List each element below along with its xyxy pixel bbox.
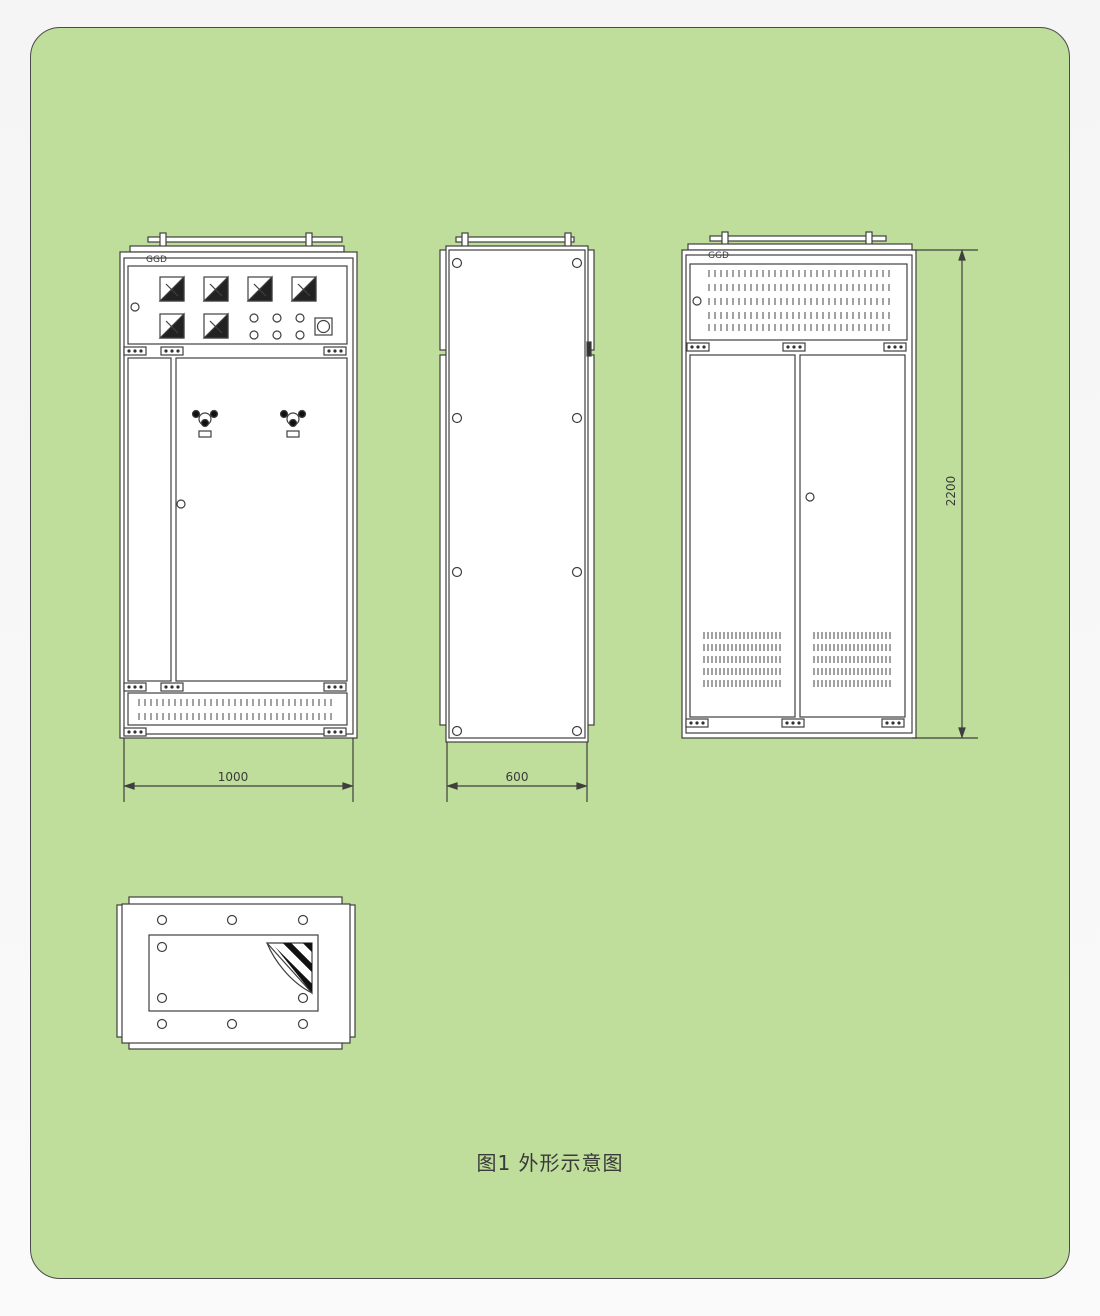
bottom-plan-view: [116, 896, 356, 1050]
front-instrument-panel: [127, 265, 348, 345]
side-panel: [445, 245, 589, 743]
front-panel-lock-icon: [130, 302, 140, 312]
front-indicator-lights: [249, 313, 305, 340]
bottom-bolt-holes: [156, 914, 309, 1030]
front-meters: [158, 275, 317, 339]
width-dimension-label: 1000: [218, 770, 249, 784]
meter-icon: [158, 312, 185, 339]
meter-icon: [202, 275, 229, 302]
meter-icon: [246, 275, 273, 302]
dimension-depth: [446, 742, 588, 802]
front-brand-label: GGD: [146, 255, 167, 265]
front-selector-switch-icon: [314, 317, 333, 336]
rear-view: GGD: [681, 231, 917, 739]
rotary-handle-icon: [191, 409, 219, 438]
rear-top-vent-panel: [689, 263, 908, 341]
meter-icon: [290, 275, 317, 302]
figure-caption: 图1 外形示意图: [476, 1151, 624, 1175]
front-door-handle-icon: [176, 499, 186, 509]
front-vent-slots: [138, 699, 332, 720]
front-left-narrow-door: [127, 357, 172, 682]
front-bottom-vent-panel: [127, 692, 348, 726]
front-view: GGD: [119, 232, 358, 739]
depth-dimension-label: 600: [506, 770, 529, 784]
dimension-width: [123, 738, 354, 802]
rear-door-vent-slots: [703, 632, 891, 687]
dimension-height: [912, 249, 978, 739]
front-lifting-bar: [147, 236, 343, 243]
rear-left-door: [689, 354, 796, 718]
rotary-handle-icon: [279, 409, 307, 438]
rear-cabinet-frame: [681, 249, 917, 739]
side-view: [439, 232, 595, 743]
rear-brand-label: GGD: [708, 251, 729, 261]
rear-right-door: [799, 354, 906, 718]
height-dimension-label: 2200: [944, 476, 958, 507]
meter-icon: [202, 312, 229, 339]
rear-top-vent-slots: [708, 270, 890, 331]
rear-door-handle-icon: [805, 492, 815, 502]
front-main-door: [175, 357, 348, 682]
dimension-labels: 1000 600 2200: [218, 476, 958, 784]
side-panel-bolts: [451, 257, 583, 737]
meter-icon: [158, 275, 185, 302]
front-cabinet-frame: [119, 251, 358, 739]
cable-entry-opening: [148, 934, 319, 1012]
